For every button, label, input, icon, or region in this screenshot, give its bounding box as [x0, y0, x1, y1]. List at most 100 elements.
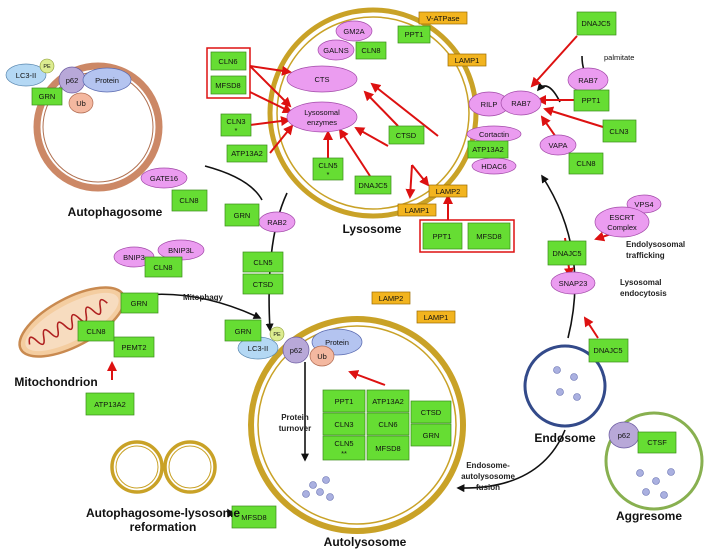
- svg-text:DNAJC5: DNAJC5: [581, 19, 610, 28]
- svg-text:*: *: [327, 170, 330, 179]
- svg-text:LC3-II: LC3-II: [248, 344, 268, 353]
- svg-text:turnover: turnover: [279, 424, 311, 433]
- svg-text:CTSF: CTSF: [647, 438, 667, 447]
- svg-text:VPS4: VPS4: [634, 200, 653, 209]
- mitochondrion-title: Mitochondrion: [14, 375, 97, 389]
- lamp-vatpase-boxes: V-ATPase LAMP1 LAMP2 LAMP1 LAMP2 LAMP1: [371, 11, 487, 324]
- svg-text:GRN: GRN: [131, 299, 148, 308]
- svg-text:CLN5: CLN5: [318, 161, 337, 170]
- reformation-rings: [110, 440, 217, 494]
- gene-boxes: CLN6 MFSD8 CLN3 * ATP13A2 CLN5 * DNAJC5 …: [31, 11, 677, 529]
- svg-text:p62: p62: [290, 346, 303, 355]
- svg-text:Endosome-: Endosome-: [466, 461, 510, 470]
- svg-text:Lysosomal: Lysosomal: [304, 108, 340, 117]
- svg-text:ATP13A2: ATP13A2: [231, 149, 263, 158]
- svg-text:CLN6: CLN6: [218, 57, 237, 66]
- cln6-mfsd8-frame: [206, 47, 251, 99]
- svg-text:LAMP1: LAMP1: [424, 313, 449, 322]
- svg-text:Ub: Ub: [76, 99, 86, 108]
- svg-text:Mitophagy: Mitophagy: [183, 293, 224, 302]
- svg-text:autolysosome: autolysosome: [461, 472, 515, 481]
- svg-text:LAMP2: LAMP2: [379, 294, 404, 303]
- svg-text:RAB2: RAB2: [267, 218, 287, 227]
- svg-text:DNAJC5: DNAJC5: [593, 346, 622, 355]
- svg-text:GATE16: GATE16: [150, 174, 178, 183]
- svg-text:CLN8: CLN8: [153, 263, 172, 272]
- svg-text:CLN5: CLN5: [253, 258, 272, 267]
- autolysosome-title: Autolysosome: [324, 535, 407, 549]
- svg-text:ATP13A2: ATP13A2: [472, 145, 504, 154]
- svg-text:MFSD8: MFSD8: [215, 81, 240, 90]
- svg-text:*: *: [235, 126, 238, 135]
- svg-text:PPT1: PPT1: [405, 30, 424, 39]
- svg-text:ATP13A2: ATP13A2: [94, 400, 126, 409]
- svg-text:**: **: [341, 449, 347, 458]
- svg-text:Protein: Protein: [281, 413, 309, 422]
- svg-text:BNIP3: BNIP3: [123, 253, 145, 262]
- svg-text:PE: PE: [273, 332, 281, 338]
- autophagosome-membrane: [33, 62, 163, 192]
- svg-text:CLN3: CLN3: [334, 420, 353, 429]
- svg-text:GRN: GRN: [423, 431, 440, 440]
- autophagosome-title: Autophagosome: [68, 205, 163, 219]
- svg-text:CLN6: CLN6: [378, 420, 397, 429]
- svg-text:VAPA: VAPA: [549, 141, 568, 150]
- svg-text:CTSD: CTSD: [396, 131, 417, 140]
- pathway-labels: Mitophagy Protein turnover Endolysosomal…: [183, 53, 685, 492]
- svg-text:ESCRT: ESCRT: [609, 213, 635, 222]
- svg-text:PEMT2: PEMT2: [121, 343, 146, 352]
- svg-text:GM2A: GM2A: [343, 27, 364, 36]
- svg-text:CLN8: CLN8: [179, 196, 198, 205]
- svg-text:CTSD: CTSD: [253, 280, 274, 289]
- svg-text:CLN3: CLN3: [609, 127, 628, 136]
- svg-text:PPT1: PPT1: [335, 397, 354, 406]
- autophagosome-receptor-complex: LC3-II PE p62 Protein Ub: [5, 58, 132, 114]
- svg-text:CLN3: CLN3: [226, 117, 245, 126]
- svg-text:p62: p62: [66, 76, 79, 85]
- svg-text:LAMP2: LAMP2: [436, 187, 461, 196]
- svg-text:LAMP1: LAMP1: [405, 206, 430, 215]
- svg-text:RAB7: RAB7: [578, 76, 598, 85]
- svg-text:LC3-II: LC3-II: [16, 71, 36, 80]
- vesicle-dots: [302, 476, 334, 501]
- svg-text:CLN5: CLN5: [334, 439, 353, 448]
- svg-text:MFSD8: MFSD8: [476, 232, 501, 241]
- svg-text:CTS: CTS: [315, 75, 330, 84]
- ppt1-mfsd8-frame: [419, 219, 515, 253]
- reformation-title-2: reformation: [130, 520, 197, 534]
- svg-text:HDAC6: HDAC6: [481, 162, 506, 171]
- svg-text:DNAJC5: DNAJC5: [358, 181, 387, 190]
- svg-text:GRN: GRN: [39, 92, 56, 101]
- red-arrows: [107, 35, 615, 386]
- svg-text:trafficking: trafficking: [626, 251, 665, 260]
- endosome-title: Endosome: [534, 431, 596, 445]
- svg-text:CTSD: CTSD: [421, 408, 442, 417]
- svg-text:endocytosis: endocytosis: [620, 289, 667, 298]
- svg-text:CLN8: CLN8: [576, 159, 595, 168]
- svg-text:Complex: Complex: [607, 223, 637, 232]
- aggresome-p62-label: p62: [618, 431, 631, 440]
- svg-text:CLN8: CLN8: [361, 46, 380, 55]
- svg-text:LAMP1: LAMP1: [455, 56, 480, 65]
- svg-text:Protein: Protein: [95, 76, 119, 85]
- endosome-membrane: [523, 344, 607, 428]
- lysosome-title: Lysosome: [343, 222, 402, 236]
- autophagosome-lysosome-path: [265, 192, 288, 332]
- pink-proteins: GM2A GALNS CTS Lysosomal enzymes RILP RA…: [113, 20, 662, 295]
- svg-text:MFSD8: MFSD8: [375, 444, 400, 453]
- svg-text:Lysosomal: Lysosomal: [620, 278, 662, 287]
- svg-text:Endolysosomal: Endolysosomal: [626, 240, 685, 249]
- svg-text:MFSD8: MFSD8: [241, 513, 266, 522]
- svg-text:PPT1: PPT1: [433, 232, 452, 241]
- svg-text:DNAJC5: DNAJC5: [552, 249, 581, 258]
- svg-text:Ub: Ub: [317, 352, 327, 361]
- svg-text:palmitate: palmitate: [604, 53, 634, 62]
- svg-text:fusion: fusion: [476, 483, 500, 492]
- svg-text:enzymes: enzymes: [307, 118, 337, 127]
- svg-text:BNIP3L: BNIP3L: [168, 246, 194, 255]
- aggresome-title: Aggresome: [616, 509, 682, 523]
- svg-text:Cortactin: Cortactin: [479, 130, 509, 139]
- svg-text:PE: PE: [43, 64, 51, 70]
